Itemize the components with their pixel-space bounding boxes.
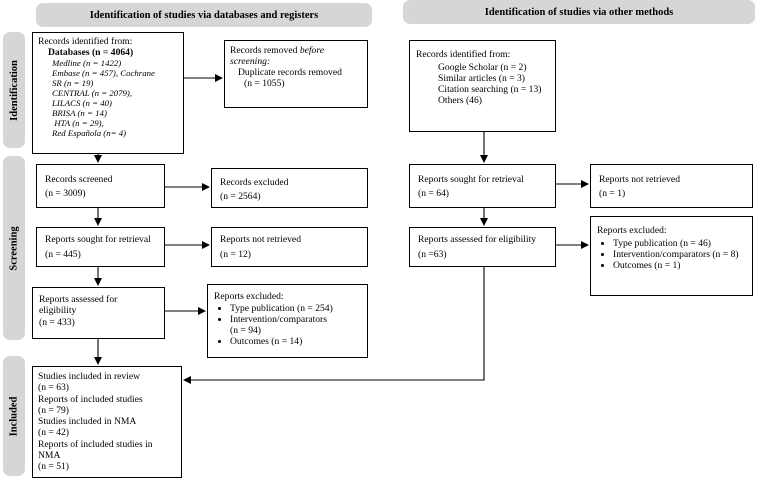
records-removed-box: Records removed before screening: Duplic… — [224, 40, 368, 108]
reports-included-nma-count: (n = 51) — [38, 461, 69, 473]
other-reports-sought-count: (n = 64) — [418, 188, 449, 199]
records-screened-label: Records screened — [45, 174, 113, 185]
studies-included-review-count: (n = 63) — [38, 382, 69, 394]
source-central: CENTRAL (n = 2079), — [52, 88, 133, 98]
source-embase: Embase (n = 457), Cochrane — [52, 68, 155, 78]
excluded-outcomes: Outcomes (n = 14) — [230, 336, 361, 347]
reports-excluded-title: Reports excluded: — [214, 291, 284, 302]
source-red-espanola: Red Española (n= 4) — [52, 128, 127, 138]
reports-included-nma: Reports of included studies in — [38, 438, 153, 450]
other-excluded-type-publication: Type publication (n = 46) — [613, 238, 746, 249]
excluded-intervention-count: (n = 94) — [230, 325, 261, 336]
studies-included-nma-count: (n = 42) — [38, 427, 69, 439]
reports-assessed-line2: eligibility — [39, 305, 77, 316]
records-removed-line2: screening: — [230, 56, 271, 67]
reports-not-retrieved-count: (n = 12) — [220, 249, 251, 260]
header-other-methods: Identification of studies via other meth… — [403, 0, 755, 24]
other-excluded-outcomes: Outcomes (n = 1) — [613, 260, 746, 271]
records-excluded-box: Records excluded (n = 2564) — [211, 168, 368, 208]
phase-identification: Identification — [3, 32, 25, 148]
other-google-scholar: Google Scholar (n = 2) — [438, 62, 527, 73]
records-screened-count: (n = 3009) — [45, 188, 86, 199]
reports-included-studies-count: (n = 79) — [38, 404, 69, 416]
reports-sought-label: Reports sought for retrieval — [45, 234, 151, 245]
reports-sought-box: Reports sought for retrieval (n = 445) — [36, 227, 165, 267]
other-reports-not-retrieved-label: Reports not retrieved — [599, 174, 680, 185]
other-reports-sought-label: Reports sought for retrieval — [418, 174, 524, 185]
other-reports-not-retrieved-box: Reports not retrieved (n = 1) — [590, 164, 753, 208]
records-screened-box: Records screened (n = 3009) — [36, 164, 165, 208]
records-identified-title: Records identified from: — [38, 36, 133, 47]
other-reports-assessed-count: (n =63) — [418, 249, 447, 260]
studies-included-review: Studies included in review — [38, 371, 141, 382]
source-hta: HTA (n = 29), — [52, 118, 104, 128]
reports-assessed-box: Reports assessed for eligibility (n = 43… — [32, 287, 165, 339]
reports-not-retrieved-label: Reports not retrieved — [220, 234, 301, 245]
other-reports-assessed-box: Reports assessed for eligibility (n =63) — [409, 227, 556, 267]
other-citation-searching: Citation searching (n = 13) — [438, 84, 542, 95]
duplicate-records-label: Duplicate records removed — [238, 67, 342, 78]
other-reports-sought-box: Reports sought for retrieval (n = 64) — [409, 164, 556, 208]
databases-count: Databases (n = 4064) — [48, 47, 134, 58]
records-removed-line1: Records removed before — [230, 45, 324, 56]
other-records-title: Records identified from: — [416, 49, 511, 60]
duplicate-records-count: (n = 1055) — [244, 78, 285, 89]
reports-included-studies: Reports of included studies — [38, 393, 143, 405]
records-excluded-label: Records excluded — [220, 177, 289, 188]
phase-screening: Screening — [3, 156, 25, 340]
other-similar-articles: Similar articles (n = 3) — [438, 73, 525, 84]
other-reports-excluded-title: Reports excluded: — [597, 225, 667, 236]
records-excluded-count: (n = 2564) — [220, 191, 261, 202]
phase-included: Included — [3, 356, 25, 476]
reports-assessed-line1: Reports assessed for — [39, 294, 118, 305]
arrow-other-assessed-to-included — [183, 267, 485, 384]
reports-sought-count: (n = 445) — [45, 249, 81, 260]
excluded-intervention: Intervention/comparators(n = 94) — [230, 314, 361, 336]
header-databases: Identification of studies via databases … — [36, 3, 372, 27]
reports-excluded-box: Reports excluded: Type publication (n = … — [207, 284, 368, 358]
records-identified-databases-box: Records identified from: Databases (n = … — [32, 32, 184, 154]
reports-not-retrieved-box: Reports not retrieved (n = 12) — [211, 227, 368, 267]
other-reports-not-retrieved-count: (n = 1) — [599, 188, 626, 199]
source-medline: Medline (n = 1422) — [52, 58, 122, 68]
other-others: Others (46) — [438, 95, 482, 106]
included-box: Studies included in review (n = 63) Repo… — [32, 366, 182, 478]
records-identified-other-box: Records identified from: Google Scholar … — [409, 40, 556, 132]
other-reports-excluded-box: Reports excluded: Type publication (n = … — [590, 216, 753, 296]
other-excluded-intervention: Intervention/comparators (n = 8) — [613, 249, 746, 260]
reports-assessed-count: (n = 433) — [39, 317, 75, 328]
source-brisa: BRISA (n = 14) — [52, 108, 107, 118]
source-sr: SR (n = 19) — [52, 78, 94, 88]
studies-included-nma: Studies included in NMA — [38, 416, 137, 428]
source-lilacs: LILACS (n = 40) — [52, 98, 112, 108]
excluded-type-publication: Type publication (n = 254) — [230, 303, 361, 314]
reports-included-nma-line2: NMA — [38, 450, 61, 462]
other-reports-assessed-label: Reports assessed for eligibility — [418, 234, 537, 245]
